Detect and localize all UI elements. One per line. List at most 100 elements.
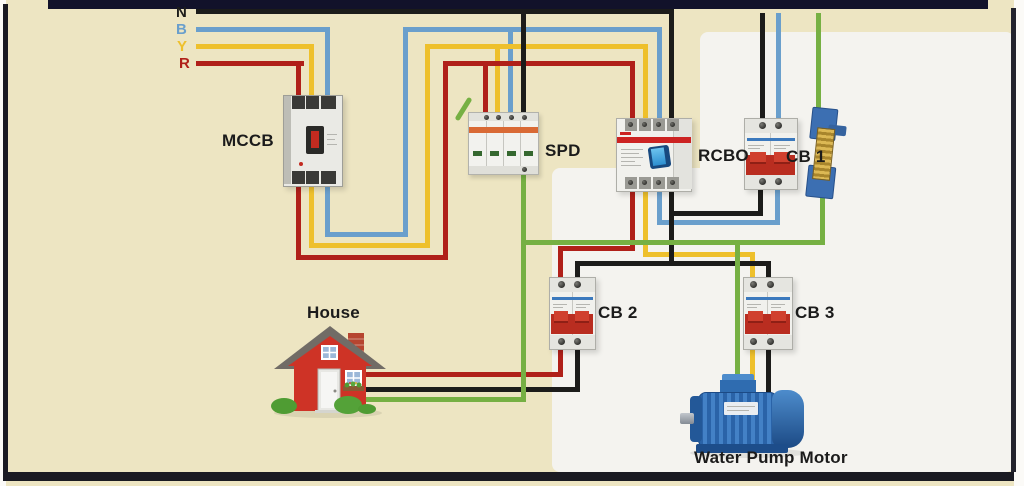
spd-terminal-screw <box>522 115 527 120</box>
wire-red-phase <box>358 372 563 377</box>
supply-label-y: Y <box>177 38 188 55</box>
wire-earth <box>358 397 526 402</box>
wire-blue-phase <box>508 27 513 120</box>
mccb-terminal <box>306 171 319 184</box>
rcbo-brand-mark <box>620 132 631 135</box>
wire-yellow-phase <box>309 243 430 248</box>
wire-red-phase <box>558 246 563 289</box>
spd-device <box>468 112 539 175</box>
rcbo-marking <box>621 157 643 158</box>
spd-top-strip <box>469 113 538 121</box>
wire-earth <box>816 13 821 112</box>
mccb-toggle <box>311 131 319 148</box>
mccb-marking <box>327 134 337 135</box>
mccb-side-panel <box>284 96 291 184</box>
cb3-terminal-screw <box>750 281 757 288</box>
rcbo-terminal <box>667 119 679 131</box>
frame-right <box>1011 8 1016 472</box>
cb3-brand-stripe <box>746 297 790 300</box>
motor-terminal-box <box>722 374 754 382</box>
wire-blue-phase <box>325 175 330 237</box>
wire-yellow-phase <box>643 44 648 128</box>
spd-terminal-screw <box>509 115 514 120</box>
wire-red-phase <box>558 246 635 251</box>
spd-earth-screw <box>522 167 527 172</box>
spd-module-divider <box>486 121 487 171</box>
wire-red-phase <box>483 61 488 120</box>
wire-neutral <box>669 9 674 128</box>
spd-module-divider <box>520 121 521 171</box>
wire-neutral <box>521 9 526 120</box>
wire-blue-phase <box>657 220 780 225</box>
mccb-toggle-panel <box>306 126 324 154</box>
wire-yellow-phase <box>750 340 755 394</box>
wire-red-phase <box>630 61 635 128</box>
mccb-marking <box>327 139 335 140</box>
wire-neutral <box>758 182 763 216</box>
house-illustration <box>271 326 386 418</box>
rcbo-marking <box>621 165 641 166</box>
cb2-label: CB 2 <box>598 303 638 322</box>
cb1-toggle <box>774 152 790 164</box>
supply-label-r: R <box>179 55 190 72</box>
motor-nameplate <box>724 402 758 415</box>
wire-blue-phase <box>775 182 780 225</box>
motor-body <box>698 392 778 448</box>
cb1-toggle <box>750 152 766 164</box>
cb3-terminal-screw <box>767 338 774 345</box>
wire-yellow-phase <box>643 252 755 257</box>
wire-neutral <box>760 13 765 130</box>
wire-earth <box>820 188 825 245</box>
house-label: House <box>307 303 360 322</box>
house-bush <box>358 404 376 414</box>
cb2-terminal-screw <box>558 281 565 288</box>
water-pump-motor-illustration <box>680 372 816 460</box>
spd-label: SPD <box>545 141 581 160</box>
spd-terminal-screw <box>484 115 489 120</box>
spd-status-window <box>524 151 533 156</box>
cb2-brand-stripe <box>552 297 593 300</box>
spd-status-window <box>490 151 499 156</box>
wire-red-phase <box>558 340 563 377</box>
wire-blue-phase <box>325 232 408 237</box>
spd-bottom-strip <box>469 166 538 174</box>
supply-label-n: N <box>176 4 187 21</box>
wire-neutral <box>575 340 580 392</box>
spd-status-window <box>507 151 516 156</box>
rcbo-marking <box>621 149 643 150</box>
rcbo-marking <box>621 161 635 162</box>
mccb-terminal <box>292 171 305 184</box>
rcbo-device <box>616 118 692 192</box>
motor-end-ring <box>690 396 702 442</box>
mccb-indicator-dot <box>299 162 303 166</box>
cb3-toggle <box>771 311 786 323</box>
wire-yellow-phase <box>309 44 314 105</box>
wire-yellow-phase <box>643 182 648 257</box>
wire-blue-phase <box>657 27 662 128</box>
wire-blue-phase <box>196 27 330 32</box>
cb3-terminal-screw <box>750 338 757 345</box>
frame-top <box>48 0 988 9</box>
wire-neutral <box>196 9 674 14</box>
spd-module-divider <box>503 121 504 171</box>
mccb-marking <box>327 144 337 145</box>
wire-yellow-phase <box>425 44 648 49</box>
cb3-toggle <box>748 311 763 323</box>
wire-red-phase <box>630 182 635 251</box>
wire-earth <box>521 166 526 402</box>
wire-earth <box>735 240 740 394</box>
wire-red-phase <box>296 61 301 105</box>
wire-neutral <box>575 261 771 266</box>
wire-red-phase <box>196 61 304 66</box>
wire-yellow-phase <box>309 175 314 248</box>
wire-earth <box>521 240 825 245</box>
cb1-label: CB 1 <box>786 147 826 166</box>
motor-end-cap <box>772 390 804 448</box>
wire-neutral <box>766 340 771 394</box>
house-flower-box <box>343 386 364 391</box>
wire-neutral <box>669 211 763 216</box>
wire-yellow-phase <box>750 252 755 289</box>
cb1-terminal-screw <box>759 178 766 185</box>
mccb-terminal <box>292 96 305 109</box>
wire-blue-phase <box>657 182 662 225</box>
